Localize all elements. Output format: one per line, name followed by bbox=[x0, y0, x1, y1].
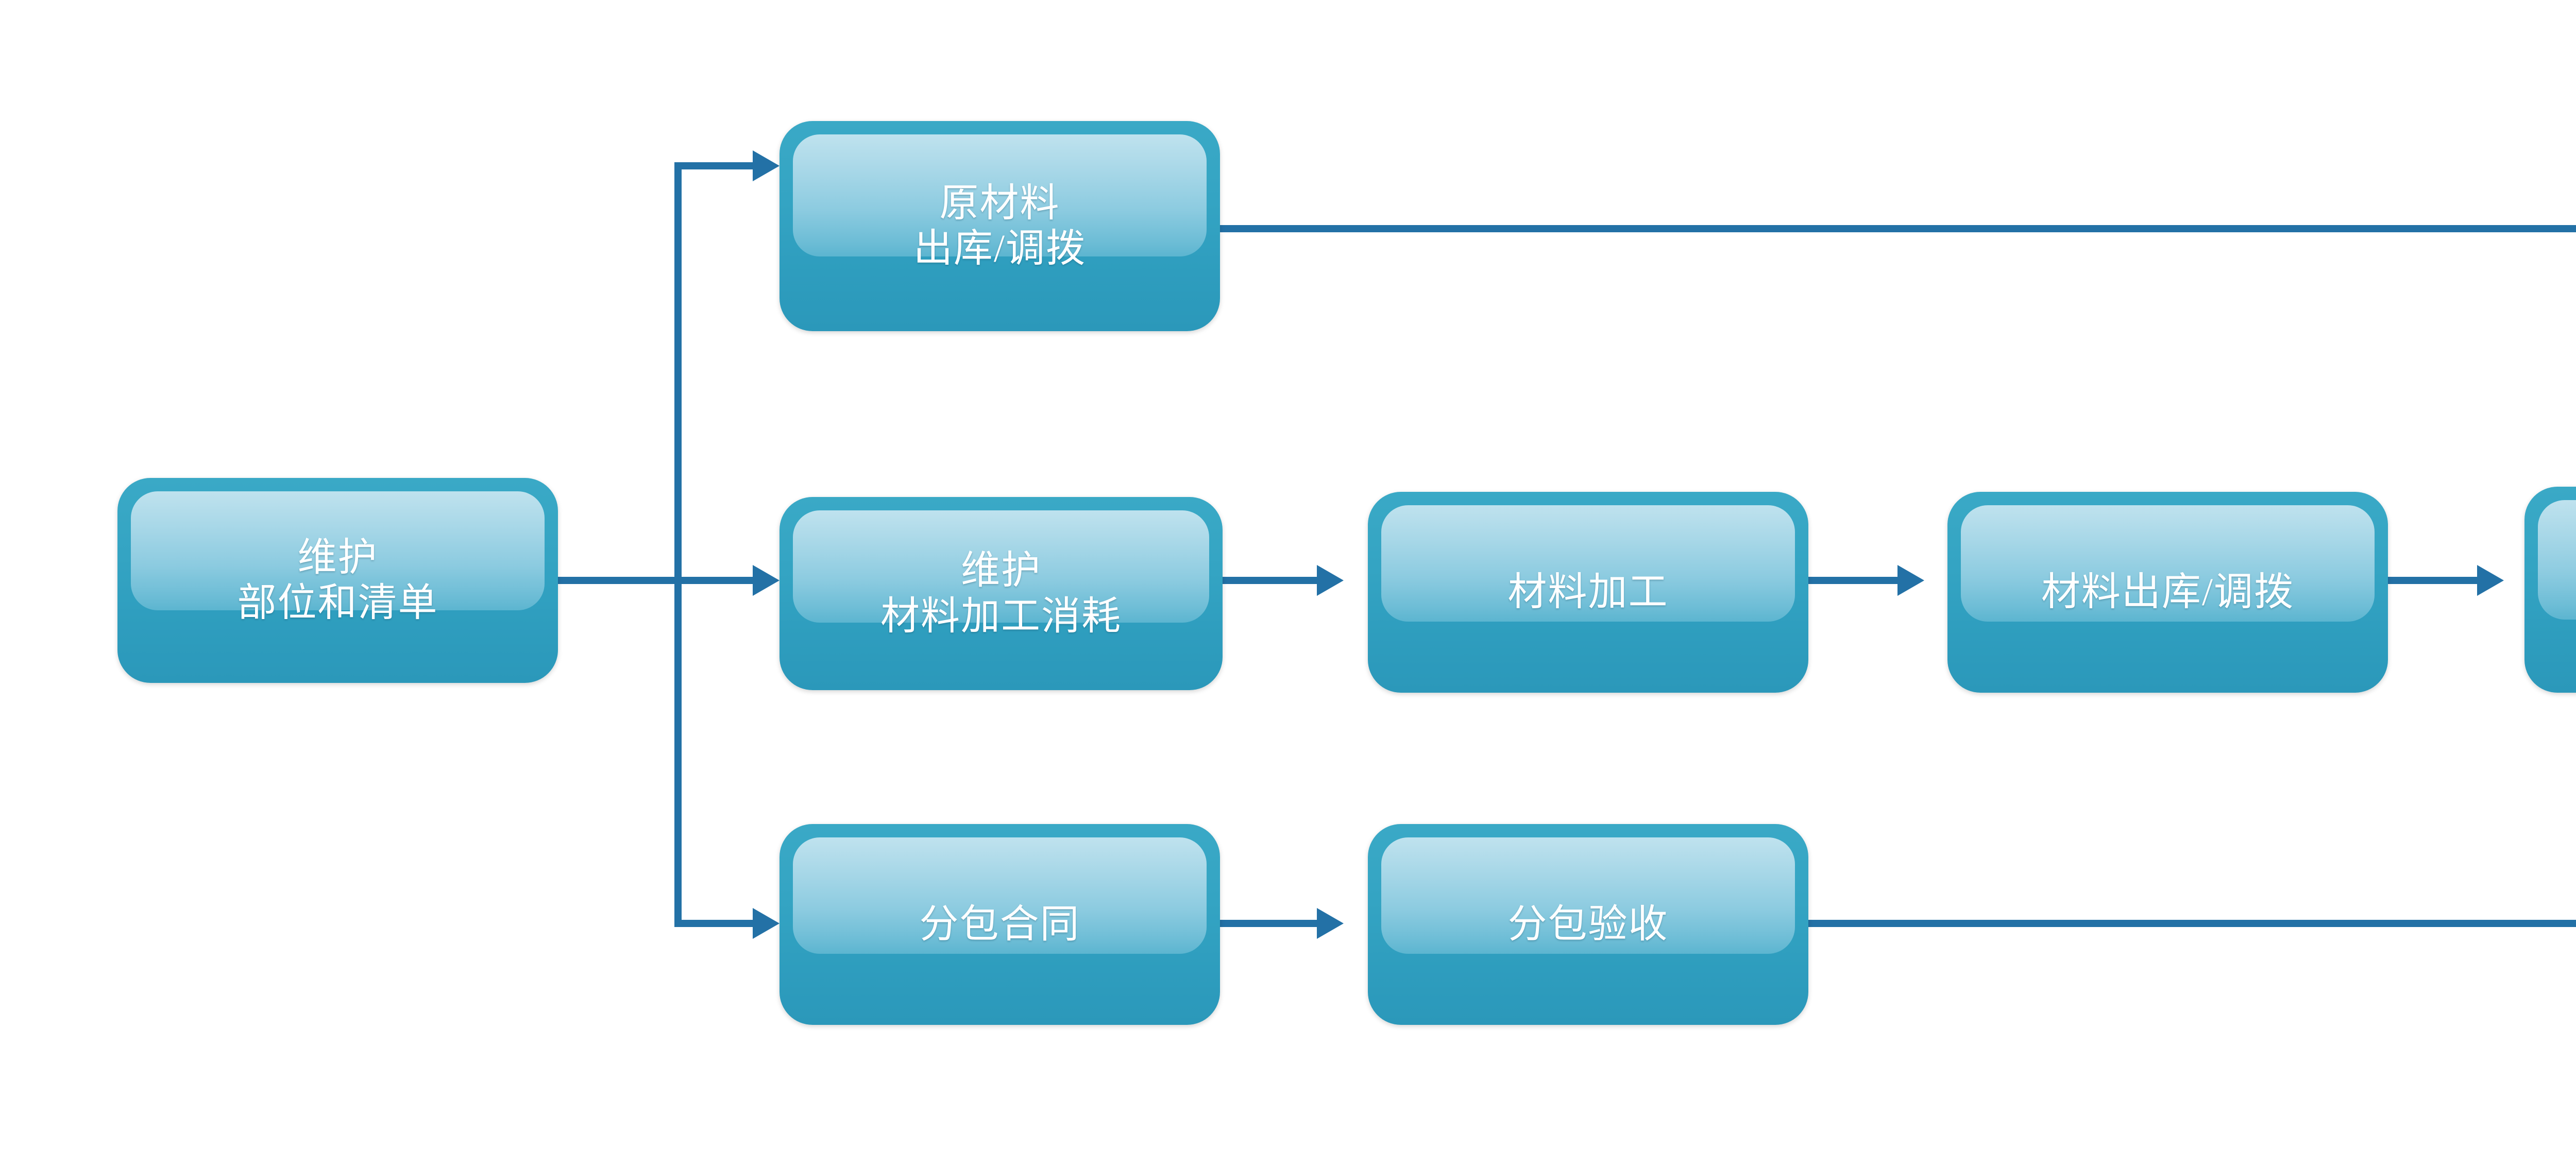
edge-fanout-trunk bbox=[674, 162, 682, 927]
edge-maintain-consumption-to-material-processing bbox=[1223, 577, 1320, 584]
node-label-line: 分包合同 bbox=[919, 902, 1080, 946]
arrowhead-to-material-out bbox=[1897, 565, 1924, 596]
edge-subcontract-acceptance-return-horizontal bbox=[1808, 920, 2576, 927]
edge-trunk-to-subcontract-contract bbox=[674, 920, 757, 927]
arrowhead-to-maintain-consumption bbox=[753, 565, 779, 596]
node-label-line: 维护 bbox=[297, 536, 378, 579]
edge-start-to-trunk bbox=[558, 577, 682, 584]
node-label: 原材料 出库/调拨 bbox=[779, 121, 1220, 331]
edge-material-processing-to-material-out bbox=[1808, 577, 1901, 584]
edge-raw-material-return-horizontal bbox=[1220, 225, 2576, 232]
node-label-line: 部位和清单 bbox=[237, 581, 438, 625]
node-label: 分包验收 bbox=[1368, 824, 1808, 1025]
node-material-out[interactable]: 材料出库/调拨 bbox=[1947, 492, 2388, 693]
arrowhead-to-material-processing bbox=[1317, 565, 1344, 596]
node-label: 维护 材料加工消耗 bbox=[779, 497, 1223, 690]
node-label: 材料加工 bbox=[1368, 492, 1808, 693]
node-label-line: 维护 bbox=[961, 549, 1041, 593]
node-progress-analysis[interactable]: 工程进度分析 bbox=[2524, 487, 2576, 693]
node-subcontract-acceptance[interactable]: 分包验收 bbox=[1368, 824, 1808, 1025]
edge-subcontract-contract-to-acceptance bbox=[1220, 920, 1320, 927]
node-maintain-consumption[interactable]: 维护 材料加工消耗 bbox=[779, 497, 1223, 690]
node-label: 工程进度分析 bbox=[2524, 487, 2576, 693]
arrowhead-to-subcontract-contract bbox=[753, 908, 779, 939]
node-material-processing[interactable]: 材料加工 bbox=[1368, 492, 1808, 693]
edge-trunk-to-maintain-consumption bbox=[674, 577, 757, 584]
node-label-line: 原材料 bbox=[939, 181, 1060, 225]
node-subcontract-contract[interactable]: 分包合同 bbox=[779, 824, 1220, 1025]
node-label-line: 材料加工消耗 bbox=[880, 594, 1122, 638]
edge-material-out-to-progress-analysis bbox=[2388, 577, 2481, 584]
node-raw-material-out[interactable]: 原材料 出库/调拨 bbox=[779, 121, 1220, 331]
node-label-line: 材料出库/调拨 bbox=[2041, 570, 2295, 614]
node-label-line: 分包验收 bbox=[1507, 902, 1669, 946]
node-label-line: 材料加工 bbox=[1507, 570, 1669, 614]
node-label: 分包合同 bbox=[779, 824, 1220, 1025]
node-label: 维护 部位和清单 bbox=[117, 478, 558, 683]
arrowhead-to-raw-material bbox=[753, 150, 779, 181]
edge-trunk-to-raw-material bbox=[674, 162, 757, 169]
node-label-line: 出库/调拨 bbox=[913, 227, 1087, 270]
arrowhead-to-subcontract-acceptance bbox=[1317, 908, 1344, 939]
arrowhead-to-progress-analysis-left bbox=[2477, 565, 2504, 596]
node-label: 材料出库/调拨 bbox=[1947, 492, 2388, 693]
node-start[interactable]: 维护 部位和清单 bbox=[117, 478, 558, 683]
